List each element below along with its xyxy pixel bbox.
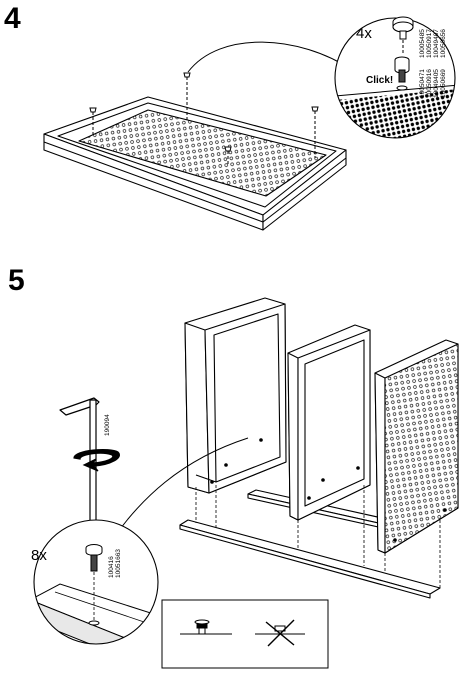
- step-number-5: 5: [8, 264, 25, 297]
- incorrect-position-icon: [255, 619, 305, 647]
- step5-panel-right: [374, 339, 459, 554]
- step5-guide-lines: [195, 485, 441, 588]
- part-number: 10050656: [440, 29, 447, 58]
- step4-part-numbers: 10005485 10050917 10049407 10050656: [419, 29, 447, 58]
- panel-pin-icon: [311, 106, 319, 158]
- panel-pin-icon: [89, 107, 97, 135]
- click-label: Click!: [366, 75, 394, 86]
- rotate-arrow-icon: [73, 448, 120, 472]
- step5-panel-middle: [287, 324, 371, 521]
- part-number: 10050471: [419, 69, 426, 98]
- step5-panel-left: [184, 297, 287, 494]
- panel-pin-icon: [224, 146, 232, 165]
- step4-part-numbers-2: 10050471 10050916 10049405 10050669: [419, 69, 447, 98]
- step4-detail-circle: [334, 16, 456, 139]
- part-number: 10049405: [433, 69, 440, 98]
- panel-pin-icon: [392, 16, 414, 40]
- step4-quantity: 4x: [356, 25, 372, 42]
- part-number: 10051663: [115, 549, 122, 578]
- step5-quantity: 8x: [31, 547, 47, 564]
- part-number: 10050917: [426, 29, 433, 58]
- part-number: 100416: [108, 556, 115, 578]
- part-number: 10005485: [419, 29, 426, 58]
- correct-position-icon: [180, 619, 232, 635]
- allen-key-id: 190094: [104, 414, 111, 436]
- step4-tray: [43, 96, 347, 231]
- step4-leader: [187, 41, 353, 73]
- step5-base-rails: [179, 489, 441, 599]
- step5-part-numbers: 100416 10051663: [108, 549, 122, 578]
- part-number: 10050669: [440, 69, 447, 98]
- position-info-box: [161, 599, 329, 669]
- step5-detail-circle: [33, 519, 159, 645]
- part-number: 10049407: [433, 29, 440, 58]
- panel-pin-icon: [183, 72, 191, 120]
- dowel-icon: [85, 544, 103, 626]
- part-number: 10050916: [426, 69, 433, 98]
- step4-pins: [89, 72, 319, 165]
- step5-dowel-dots: [210, 438, 447, 542]
- panel-pin-icon: [394, 56, 410, 91]
- step-number-4: 4: [4, 2, 21, 35]
